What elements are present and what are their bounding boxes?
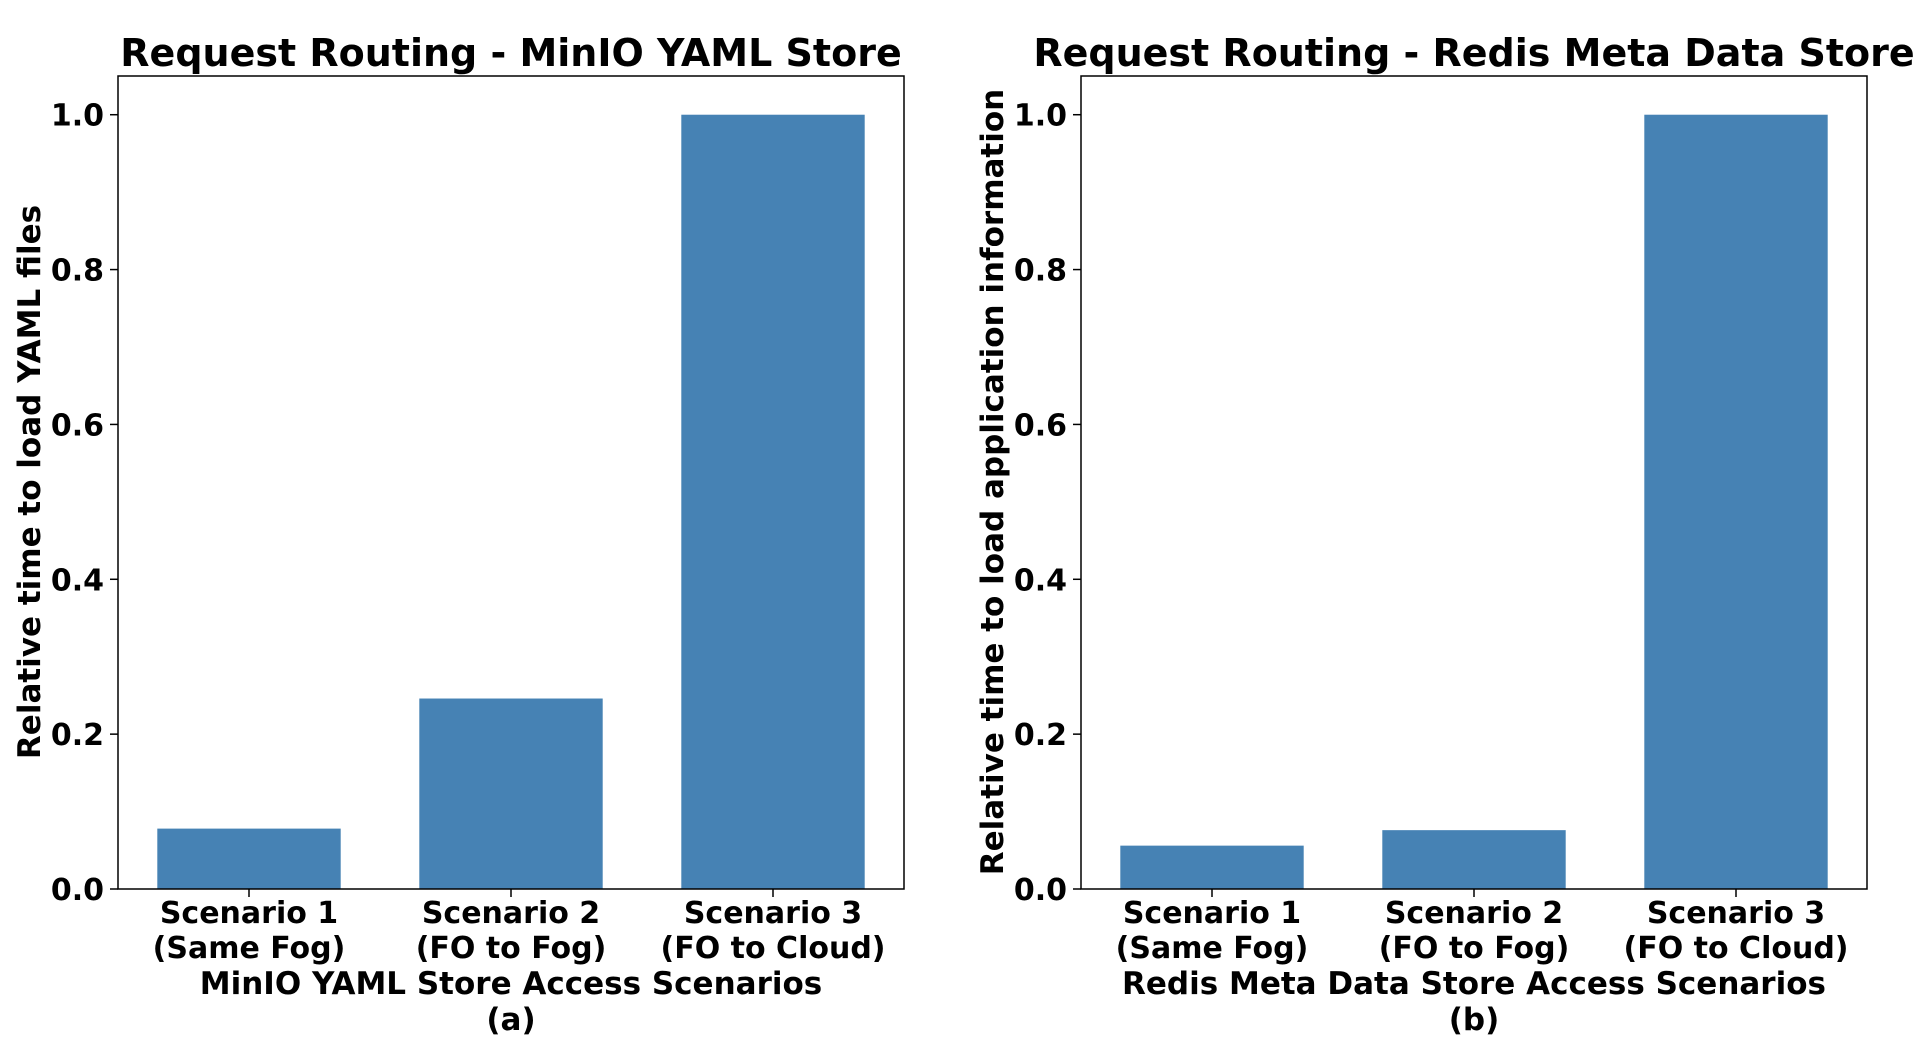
y-axis-label-a: Relative time to load YAML files — [12, 205, 48, 759]
y-tick-label-a-4: 0.8 — [51, 254, 104, 289]
x-tick-label-a-1-line-2: (Same Fog) — [153, 931, 346, 966]
x-axis-label-b: Redis Meta Data Store Access Scenarios — [1122, 966, 1826, 1002]
bar-a-3 — [681, 114, 865, 889]
y-tick-label-a-0: 0.0 — [51, 873, 104, 908]
y-tick-label-a-1: 0.2 — [51, 718, 104, 753]
chart-panel-b: Request Routing - Redis Meta Data Store … — [975, 31, 1915, 1038]
x-ticks-a: Scenario 1(Same Fog) Scenario 2(FO to Fog… — [153, 889, 886, 966]
x-axis-label-a: MinIO YAML Store Access Scenarios — [200, 966, 822, 1002]
y-tick-label-b-5: 1.0 — [1014, 99, 1067, 134]
y-ticks-a: 0.0 0.2 0.4 0.6 0.8 1.0 — [51, 99, 118, 908]
x-tick-label-b-2-line-2: (FO to Fog) — [1379, 931, 1570, 966]
chart-panel-a: Request Routing - MinIO YAML Store Relat… — [12, 31, 905, 1038]
y-tick-label-b-1: 0.2 — [1014, 718, 1067, 753]
x-tick-label-a-3-line-2: (FO to Cloud) — [661, 931, 886, 966]
y-tick-label-b-3: 0.6 — [1014, 408, 1067, 443]
bar-a-2 — [419, 698, 603, 889]
x-tick-label-a-2-line-1: Scenario 2 — [422, 896, 600, 931]
caption-a: (a) — [486, 1002, 535, 1038]
x-tick-label-b-3-line-1: Scenario 3 — [1647, 896, 1825, 931]
x-tick-label-b-3-line-2: (FO to Cloud) — [1624, 931, 1849, 966]
y-tick-label-a-2: 0.4 — [51, 563, 104, 598]
plot-frame-b — [1080, 75, 1868, 890]
y-tick-label-a-3: 0.6 — [51, 408, 104, 443]
y-tick-label-a-5: 1.0 — [51, 99, 104, 134]
y-axis-label-b: Relative time to load application inform… — [975, 89, 1011, 875]
y-tick-label-b-0: 0.0 — [1014, 873, 1067, 908]
x-ticks-b: Scenario 1(Same Fog) Scenario 2(FO to Fog… — [1116, 889, 1849, 966]
x-tick-label-b-1-line-1: Scenario 1 — [1123, 896, 1301, 931]
x-tick-label-a-3-line-1: Scenario 3 — [684, 896, 862, 931]
bars-b — [1120, 114, 1828, 889]
x-tick-label-b-2-line-1: Scenario 2 — [1385, 896, 1563, 931]
y-ticks-b: 0.0 0.2 0.4 0.6 0.8 1.0 — [1014, 99, 1081, 908]
bar-b-2 — [1382, 830, 1566, 889]
chart-title-a: Request Routing - MinIO YAML Store — [120, 31, 901, 75]
caption-b: (b) — [1449, 1002, 1500, 1038]
y-tick-label-b-4: 0.8 — [1014, 254, 1067, 289]
x-tick-label-b-1-line-2: (Same Fog) — [1116, 931, 1309, 966]
chart-title-b: Request Routing - Redis Meta Data Store — [1033, 31, 1914, 75]
y-tick-label-b-2: 0.4 — [1014, 563, 1067, 598]
bar-a-1 — [157, 828, 341, 889]
bars-a — [157, 114, 865, 889]
x-tick-label-a-2-line-2: (FO to Fog) — [416, 931, 607, 966]
plot-frame-a — [117, 75, 905, 890]
bar-b-1 — [1120, 845, 1304, 889]
bar-b-3 — [1644, 114, 1828, 889]
x-tick-label-a-1-line-1: Scenario 1 — [160, 896, 338, 931]
